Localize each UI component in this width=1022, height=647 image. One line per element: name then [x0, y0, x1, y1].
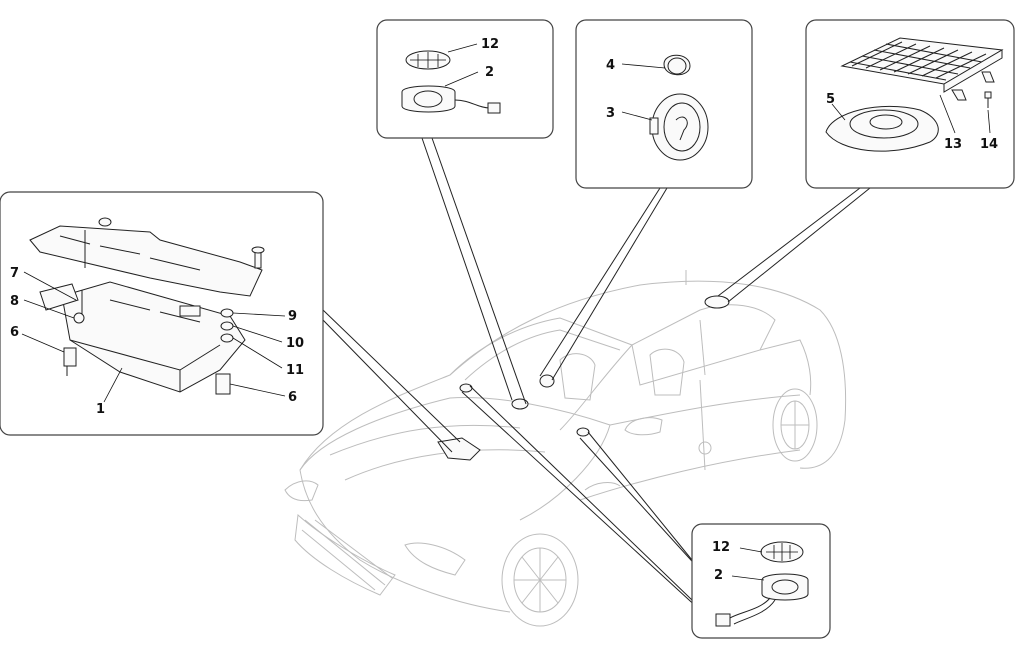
label-1: 1 [96, 402, 105, 417]
screw-part-14 [984, 91, 992, 99]
label-11: 11 [286, 363, 304, 378]
rubber-foot-right [215, 373, 231, 395]
label-14: 14 [980, 137, 998, 152]
label-6-right: 6 [288, 390, 297, 405]
car-illustration [284, 270, 847, 627]
nut-11 [220, 333, 234, 343]
label-8: 8 [10, 294, 19, 309]
rubber-foot-left [63, 347, 77, 367]
label-3: 3 [606, 106, 615, 121]
callout-box-tweeter-front: 12 2 [376, 19, 554, 139]
label-12: 12 [481, 37, 499, 52]
label-4: 4 [606, 58, 615, 73]
amplifier-location-on-car [437, 437, 481, 461]
connector-lines [322, 137, 871, 611]
label-5: 5 [826, 92, 835, 107]
label-2-rear: 2 [714, 568, 723, 583]
callout-box-subwoofer: 5 13 14 [805, 19, 1015, 189]
label-12-rear: 12 [712, 540, 730, 555]
callout-box-amplifier: 7 8 6 1 9 10 11 6 [0, 191, 324, 436]
dash-speaker-location-right [576, 427, 590, 437]
dashboard-tweeter-location [511, 398, 529, 410]
washer-9 [220, 308, 234, 318]
rear-subwoofer-location [704, 295, 730, 309]
callout-box-door-speaker: 4 3 [575, 19, 753, 189]
label-6-left: 6 [10, 325, 19, 340]
label-7: 7 [10, 266, 19, 281]
dash-speaker-location-left [459, 383, 473, 393]
label-13: 13 [944, 137, 962, 152]
label-9: 9 [288, 309, 297, 324]
label-2: 2 [485, 65, 494, 80]
door-speaker-location [539, 374, 555, 388]
label-10: 10 [286, 336, 304, 351]
washer-10 [220, 321, 234, 331]
callout-box-tweeter-rear: 12 2 [691, 523, 831, 639]
